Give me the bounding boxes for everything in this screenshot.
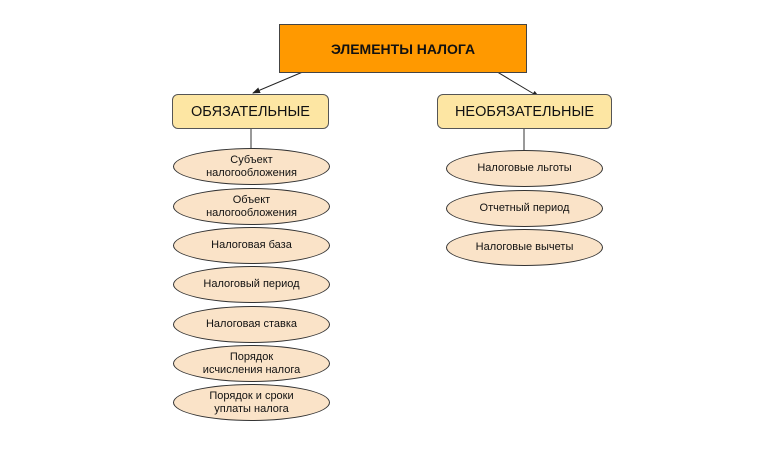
mandatory-item: Порядок и сроки уплаты налога bbox=[173, 384, 330, 421]
mandatory-item: Налоговая база bbox=[173, 227, 330, 264]
mandatory-label: ОБЯЗАТЕЛЬНЫЕ bbox=[191, 103, 310, 120]
root-node: ЭЛЕМЕНТЫ НАЛОГА bbox=[279, 24, 527, 73]
mandatory-item: Налоговая ставка bbox=[173, 306, 330, 343]
mandatory-item: Налоговый период bbox=[173, 266, 330, 303]
optional-item: Налоговые вычеты bbox=[446, 229, 603, 266]
mandatory-item: Объект налогообложения bbox=[173, 188, 330, 225]
mandatory-item: Порядок исчисления налога bbox=[173, 345, 330, 382]
optional-item: Отчетный период bbox=[446, 190, 603, 227]
optional-node: НЕОБЯЗАТЕЛЬНЫЕ bbox=[437, 94, 612, 129]
optional-item: Налоговые льготы bbox=[446, 150, 603, 187]
optional-label: НЕОБЯЗАТЕЛЬНЫЕ bbox=[454, 103, 595, 120]
mandatory-item: Субъект налогообложения bbox=[173, 148, 330, 185]
mandatory-node: ОБЯЗАТЕЛЬНЫЕ bbox=[172, 94, 329, 129]
root-label: ЭЛЕМЕНТЫ НАЛОГА bbox=[330, 40, 476, 57]
